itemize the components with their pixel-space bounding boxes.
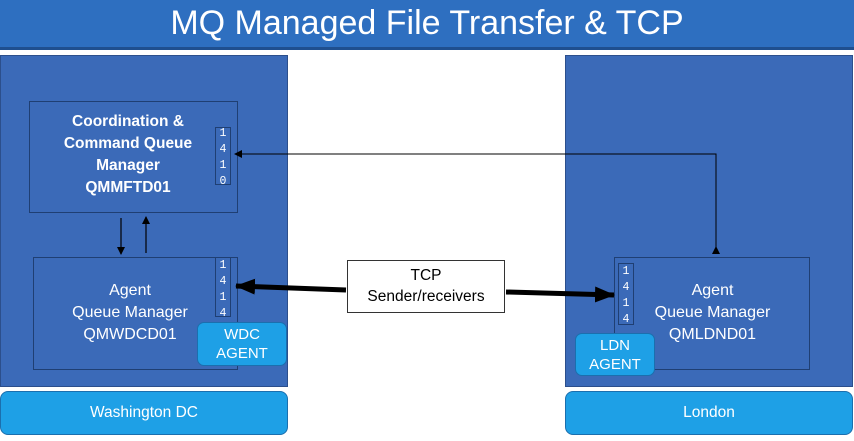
port-digit: 4	[622, 313, 630, 326]
tcp-label-box: TCP Sender/receivers	[347, 260, 505, 313]
port-digit: 4	[622, 281, 630, 294]
coordination-ldn-connector	[234, 150, 720, 254]
tcp-subtitle: Sender/receivers	[367, 288, 485, 305]
port-digit: 1	[219, 291, 227, 304]
port-digit: 1	[219, 127, 227, 140]
wdc-agent-queue-manager-box	[33, 257, 238, 370]
port-digit: 4	[219, 275, 227, 288]
wdc-agent-queue-manager-label: Agent Queue Manager QMWDCD01	[72, 282, 188, 343]
location-london: London	[565, 391, 853, 435]
location-washington-dc: Washington DC	[0, 391, 288, 435]
port-digit: 1	[219, 259, 227, 272]
wdc-port-box: 1 4 1 4	[215, 257, 231, 320]
title-bar: MQ Managed File Transfer & TCP	[0, 0, 854, 50]
tcp-title: TCP	[410, 267, 442, 284]
ldn-port-box: 1 4 1 4	[618, 263, 634, 326]
port-digit: 1	[219, 159, 227, 172]
wdc-agent-badge: WDC AGENT	[197, 322, 287, 366]
port-digit: 1	[622, 265, 630, 278]
tcp-right-arrow	[505, 286, 615, 303]
port-digit: 1	[622, 297, 630, 310]
ldn-agent-queue-manager-box	[614, 257, 810, 370]
port-digit: 0	[219, 175, 227, 188]
tcp-left-arrow	[235, 278, 347, 295]
diagram-title: MQ Managed File Transfer & TCP	[170, 4, 684, 42]
ldn-agent-queue-manager-label: Agent Queue Manager QMLDND01	[654, 282, 771, 343]
port-digit: 4	[219, 307, 227, 320]
ldn-agent-badge: LDN AGENT	[575, 333, 655, 376]
port-digit: 4	[219, 143, 227, 156]
coordination-queue-manager-label: Coordination & Command Queue Manager QMM…	[63, 113, 193, 196]
coordination-port-box: 1 4 1 0	[215, 127, 231, 188]
